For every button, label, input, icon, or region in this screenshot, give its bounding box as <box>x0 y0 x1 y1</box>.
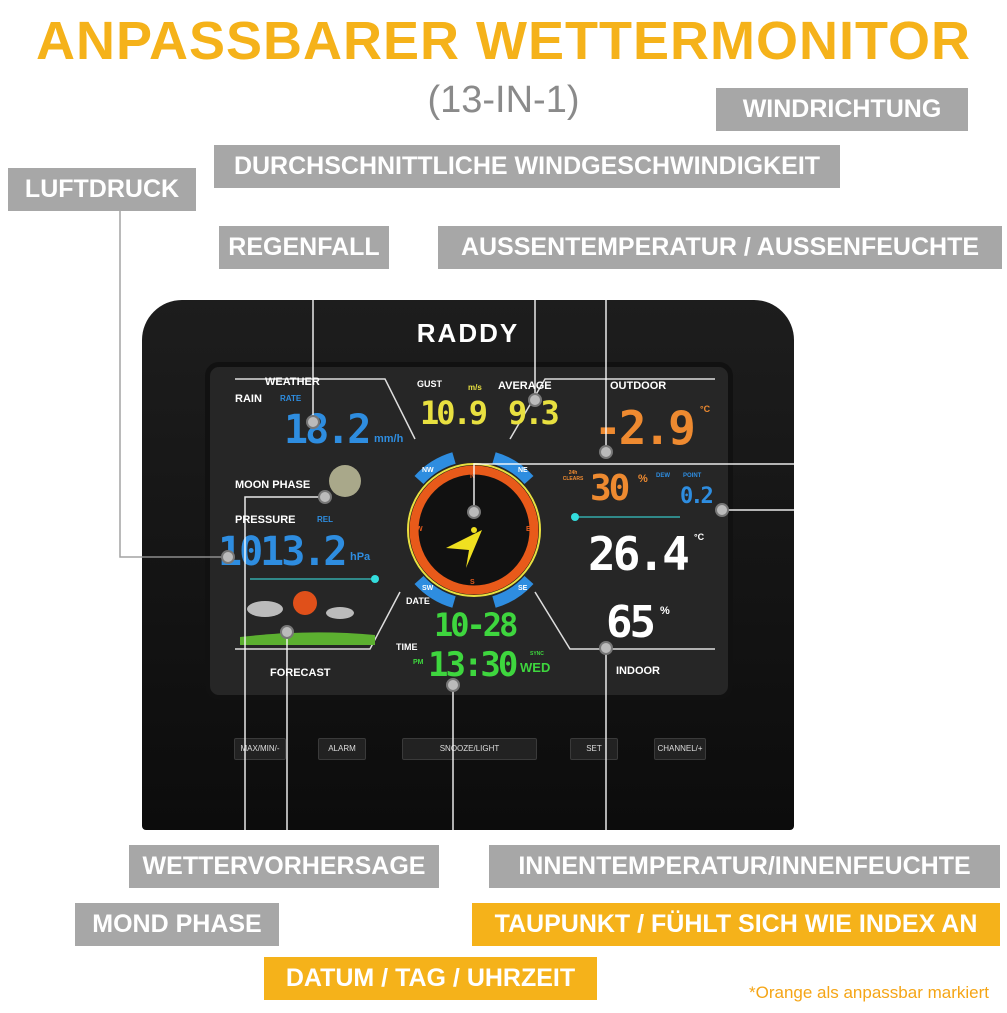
max-min-button[interactable]: MAX/MIN/- <box>234 738 286 760</box>
page-title: ANPASSBARER WETTERMONITOR <box>35 11 971 71</box>
indoor-temp-unit: °C <box>694 532 705 542</box>
moon-icon <box>329 465 361 497</box>
dew-point-value: 0.2 <box>680 484 714 509</box>
indoor-label: INDOOR <box>616 665 660 677</box>
compass-ne: NE <box>518 467 528 474</box>
indicator-dot <box>371 575 379 583</box>
alarm-button[interactable]: ALARM <box>318 738 366 760</box>
compass-nw: NW <box>422 467 434 474</box>
time-label: TIME <box>396 642 418 652</box>
sync-label: SYNC <box>530 651 544 657</box>
rain-value: 18.2 <box>284 407 371 453</box>
cloud-icon <box>247 601 283 617</box>
lcd-screen: WEATHER RAIN RATE 18.2 mm/h MOON PHASE P… <box>205 362 733 700</box>
label-indoor: INNENTEMPERATUR/INNENFEUCHTE <box>489 845 1000 888</box>
compass-sw: SW <box>422 585 434 592</box>
average-label: AVERAGE <box>498 380 552 392</box>
day-value: WED <box>520 660 551 675</box>
subtitle: (13-IN-1) <box>427 79 580 121</box>
weather-heading: WEATHER <box>265 376 320 388</box>
outdoor-temp-value: -2.9 <box>594 401 696 455</box>
dew-label: DEW <box>656 473 670 479</box>
date-label: DATE <box>406 596 430 606</box>
forecast-label: FORECAST <box>270 667 331 679</box>
time-value: 13:30 <box>428 645 518 685</box>
weather-station-device: RADDY WEATHER RAIN RATE 18.2 mm/h MOON P… <box>142 300 794 830</box>
label-dew-point: TAUPUNKT / FÜHLT SICH WIE INDEX AN <box>472 903 1000 946</box>
label-average-wind-speed: DURCHSCHNITTLICHE WINDGESCHWINDIGKEIT <box>214 145 840 188</box>
snooze-light-button[interactable]: SNOOZE/LIGHT <box>402 738 537 760</box>
clears-label: 24h CLEARS <box>562 470 584 482</box>
indoor-humidity-unit: % <box>660 605 670 617</box>
gust-label: GUST <box>417 379 443 389</box>
sun-icon <box>293 591 317 615</box>
rain-label: RAIN <box>235 393 262 405</box>
outdoor-humidity-value: 30 <box>590 468 630 509</box>
compass-w: W <box>416 526 423 533</box>
wind-unit: m/s <box>468 383 482 392</box>
label-date-time: DATUM / TAG / UHRZEIT <box>264 957 597 1000</box>
outdoor-label: OUTDOOR <box>610 380 667 392</box>
rel-label: REL <box>317 515 333 524</box>
date-value: 10-28 <box>434 606 518 644</box>
pressure-value: 1013.2 <box>218 529 347 575</box>
gust-value: 10.9 <box>420 394 488 432</box>
label-moon-phase: MOND PHASE <box>75 903 279 946</box>
moon-phase-label: MOON PHASE <box>235 479 311 491</box>
compass-se: SE <box>518 585 528 592</box>
label-pressure: LUFTDRUCK <box>8 168 196 211</box>
compass-e: E <box>526 526 531 533</box>
label-outdoor: AUSSENTEMPERATUR / AUSSENFEUCHTE <box>438 226 1002 269</box>
rate-label: RATE <box>280 394 302 403</box>
label-forecast: WETTERVORHERSAGE <box>129 845 439 888</box>
wind-direction-arrow <box>446 530 482 568</box>
pressure-label: PRESSURE <box>235 514 296 526</box>
channel-button[interactable]: CHANNEL/+ <box>654 738 706 760</box>
compass-s: S <box>470 579 475 586</box>
rain-unit: mm/h <box>374 433 404 445</box>
pm-label: PM <box>413 659 424 666</box>
footnote: *Orange als anpassbar markiert <box>748 983 989 1002</box>
outdoor-humidity-unit: % <box>638 473 648 485</box>
label-rainfall: REGENFALL <box>219 226 389 269</box>
point-label: POINT <box>683 473 702 479</box>
indoor-temp-value: 26.4 <box>588 527 690 581</box>
pressure-unit: hPa <box>350 551 371 563</box>
outdoor-temp-unit: °C <box>700 404 711 414</box>
average-value: 9.3 <box>508 394 560 432</box>
indoor-humidity-value: 65 <box>606 597 656 648</box>
brand-logo: RADDY <box>416 318 520 348</box>
compass-n: N <box>470 473 476 480</box>
label-wind-direction: WINDRICHTUNG <box>716 88 968 131</box>
set-button[interactable]: SET <box>570 738 618 760</box>
